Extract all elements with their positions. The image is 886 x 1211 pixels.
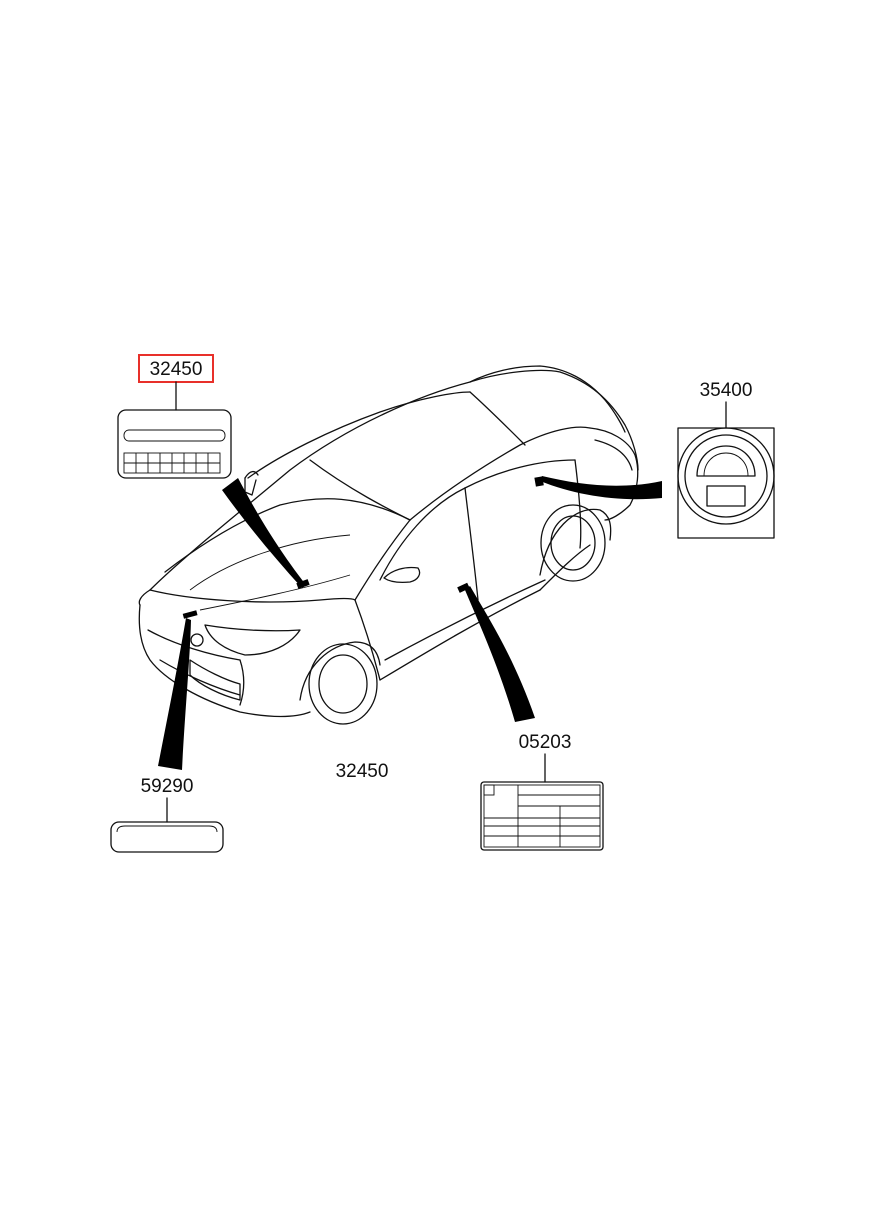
leader-door-label bbox=[465, 586, 535, 722]
part-number-label: 59290 bbox=[141, 776, 194, 797]
part-number-label: 35400 bbox=[700, 380, 753, 401]
part-number-label: 32450 bbox=[150, 359, 203, 380]
label-icon bbox=[677, 427, 775, 539]
callout-35400[interactable]: 35400 bbox=[677, 380, 775, 539]
part-number-label: 05203 bbox=[519, 732, 572, 753]
callout-32450-top[interactable]: 32450 bbox=[117, 354, 232, 479]
car-illustration bbox=[138, 365, 639, 725]
leader-hood-label bbox=[222, 478, 306, 588]
callout-05203[interactable]: 05203 bbox=[480, 732, 604, 851]
leader-rear-label bbox=[540, 476, 662, 500]
leader-front-label bbox=[158, 618, 191, 770]
label-icon bbox=[480, 781, 604, 851]
callout-59290[interactable]: 59290 bbox=[110, 776, 224, 853]
label-icon bbox=[117, 409, 232, 479]
part-number-label-center: 32450 bbox=[336, 761, 389, 782]
label-icon bbox=[110, 821, 224, 853]
leader-wedges bbox=[158, 476, 662, 770]
